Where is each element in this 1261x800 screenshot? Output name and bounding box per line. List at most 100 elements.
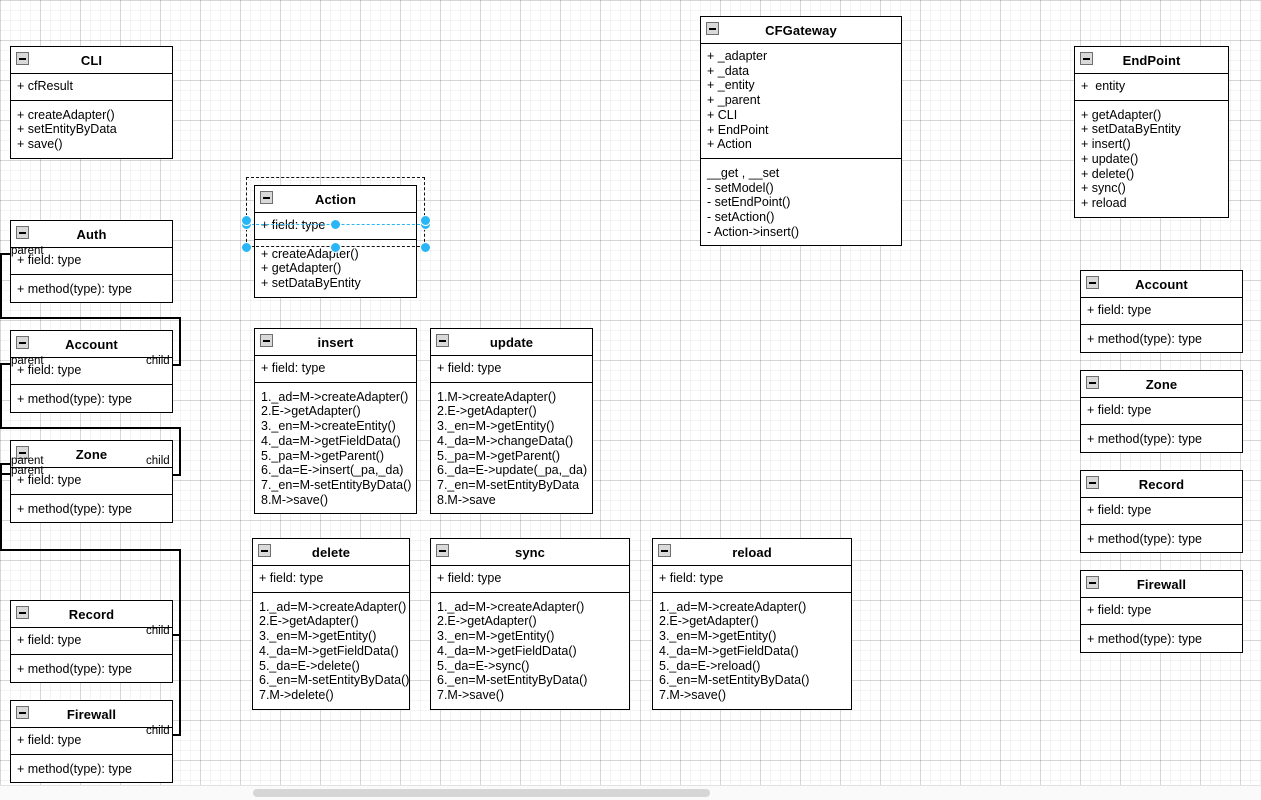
uml-class-auth-left[interactable]: Auth+ field: type+ method(type): type: [10, 220, 173, 304]
class-operations[interactable]: + method(type): type: [1081, 325, 1242, 353]
collapse-minus-icon[interactable]: [16, 446, 29, 459]
collapse-minus-icon[interactable]: [16, 52, 29, 65]
class-attributes[interactable]: + field: type: [431, 356, 592, 383]
collapse-minus-icon[interactable]: [260, 191, 273, 204]
collapse-minus-icon[interactable]: [436, 544, 449, 557]
class-attributes[interactable]: + field: type: [431, 566, 629, 593]
connector-auth-bottom-h[interactable]: [0, 317, 180, 319]
class-operations[interactable]: + method(type): type: [11, 495, 172, 523]
class-operations[interactable]: 1._ad=M->createAdapter()2.E->getAdapter(…: [255, 383, 416, 514]
class-attributes[interactable]: + field: type: [1081, 598, 1242, 625]
class-title-bar[interactable]: Zone: [11, 441, 172, 468]
class-operations[interactable]: + method(type): type: [11, 655, 172, 683]
resize-handle-sw[interactable]: [240, 241, 252, 253]
class-title-bar[interactable]: Zone: [1081, 371, 1242, 398]
class-attributes[interactable]: + field: type: [255, 213, 416, 240]
class-operations[interactable]: + method(type): type: [1081, 425, 1242, 453]
class-operations[interactable]: + method(type): type: [1081, 525, 1242, 553]
class-operations[interactable]: + method(type): type: [11, 275, 172, 303]
class-attributes[interactable]: + field: type: [255, 356, 416, 383]
collapse-minus-icon[interactable]: [706, 22, 719, 35]
class-title-bar[interactable]: Account: [1081, 271, 1242, 298]
collapse-minus-icon[interactable]: [260, 334, 273, 347]
resize-handle-n[interactable]: [330, 218, 341, 230]
uml-class-record-right[interactable]: Record+ field: type+ method(type): type: [1080, 470, 1243, 554]
class-title-bar[interactable]: Record: [1081, 471, 1242, 498]
connector-auth-right-down[interactable]: [179, 317, 181, 365]
collapse-minus-icon[interactable]: [658, 544, 671, 557]
uml-class-endpoint[interactable]: EndPoint+ entity+ getAdapter()+ setDataB…: [1074, 46, 1229, 218]
class-attributes[interactable]: + entity: [1075, 74, 1228, 101]
class-attributes[interactable]: + field: type: [1081, 298, 1242, 325]
class-attributes[interactable]: + _adapter+ _data+ _entity+ _parent+ CLI…: [701, 44, 901, 159]
class-operations[interactable]: 1._ad=M->createAdapter()2.E->getAdapter(…: [253, 593, 409, 709]
class-attributes[interactable]: + field: type: [11, 468, 172, 495]
class-title-bar[interactable]: Firewall: [11, 701, 172, 728]
class-title-bar[interactable]: CLI: [11, 47, 172, 74]
resize-handle-e[interactable]: [419, 214, 431, 226]
class-operations[interactable]: 1._ad=M->createAdapter()2.E->getAdapter(…: [431, 593, 629, 709]
connector-auth-left-down[interactable]: [0, 253, 2, 318]
class-operations[interactable]: + getAdapter()+ setDataByEntity+ insert(…: [1075, 101, 1228, 217]
class-attributes[interactable]: + cfResult: [11, 74, 172, 101]
connector-account-right-down[interactable]: [179, 427, 181, 475]
resize-handle-w[interactable]: [240, 214, 252, 226]
collapse-minus-icon[interactable]: [16, 226, 29, 239]
horizontal-scrollbar-track[interactable]: [0, 785, 1261, 800]
class-title-bar[interactable]: Record: [11, 601, 172, 628]
uml-class-firewall-left[interactable]: Firewall+ field: type+ method(type): typ…: [10, 700, 173, 784]
horizontal-scrollbar-thumb[interactable]: [253, 789, 710, 797]
class-operations[interactable]: + createAdapter()+ getAdapter()+ setData…: [255, 240, 416, 297]
class-attributes[interactable]: + field: type: [11, 628, 172, 655]
class-operations[interactable]: + createAdapter()+ setEntityByData+ save…: [11, 101, 172, 158]
collapse-minus-icon[interactable]: [1086, 376, 1099, 389]
collapse-minus-icon[interactable]: [1080, 52, 1093, 65]
class-attributes[interactable]: + field: type: [11, 728, 172, 755]
uml-class-account-left[interactable]: Account+ field: type+ method(type): type: [10, 330, 173, 414]
class-title-bar[interactable]: insert: [255, 329, 416, 356]
class-operations[interactable]: 1.M->createAdapter()2.E->getAdapter()3._…: [431, 383, 592, 514]
connector-zone-right-down[interactable]: [179, 549, 181, 659]
class-attributes[interactable]: + field: type: [253, 566, 409, 593]
class-attributes[interactable]: + field: type: [11, 358, 172, 385]
resize-handle-se[interactable]: [419, 241, 431, 253]
class-attributes[interactable]: + field: type: [1081, 498, 1242, 525]
connector-zone-right-down-2[interactable]: [179, 634, 181, 735]
class-operations[interactable]: + method(type): type: [11, 385, 172, 413]
connector-account-left-down[interactable]: [0, 363, 2, 428]
collapse-minus-icon[interactable]: [16, 706, 29, 719]
uml-class-zone-left[interactable]: Zone+ field: type+ method(type): type: [10, 440, 173, 524]
class-attributes[interactable]: + field: type: [11, 248, 172, 275]
collapse-minus-icon[interactable]: [16, 336, 29, 349]
class-title-bar[interactable]: update: [431, 329, 592, 356]
collapse-minus-icon[interactable]: [1086, 476, 1099, 489]
uml-class-record-left[interactable]: Record+ field: type+ method(type): type: [10, 600, 173, 684]
class-title-bar[interactable]: Firewall: [1081, 571, 1242, 598]
class-operations[interactable]: __get , __set- setModel()- setEndPoint()…: [701, 159, 901, 246]
collapse-minus-icon[interactable]: [258, 544, 271, 557]
class-title-bar[interactable]: sync: [431, 539, 629, 566]
collapse-minus-icon[interactable]: [1086, 576, 1099, 589]
connector-account-bottom-h[interactable]: [0, 427, 180, 429]
uml-class-account-right[interactable]: Account+ field: type+ method(type): type: [1080, 270, 1243, 354]
class-attributes[interactable]: + field: type: [1081, 398, 1242, 425]
class-title-bar[interactable]: EndPoint: [1075, 47, 1228, 74]
class-operations[interactable]: 1._ad=M->createAdapter()2.E->getAdapter(…: [653, 593, 851, 709]
class-title-bar[interactable]: Action: [255, 186, 416, 213]
class-title-bar[interactable]: Auth: [11, 221, 172, 248]
resize-handle-s[interactable]: [330, 241, 341, 253]
class-title-bar[interactable]: Account: [11, 331, 172, 358]
uml-class-action[interactable]: Action+ field: type+ createAdapter()+ ge…: [254, 185, 417, 298]
connector-zone-bottom-h[interactable]: [0, 549, 180, 551]
collapse-minus-icon[interactable]: [436, 334, 449, 347]
class-operations[interactable]: + method(type): type: [11, 755, 172, 783]
class-title-bar[interactable]: delete: [253, 539, 409, 566]
uml-class-cli[interactable]: CLI+ cfResult+ createAdapter()+ setEntit…: [10, 46, 173, 159]
class-operations[interactable]: + method(type): type: [1081, 625, 1242, 653]
